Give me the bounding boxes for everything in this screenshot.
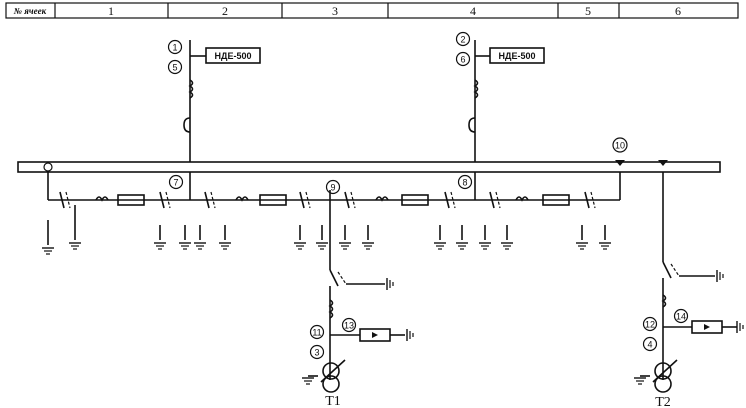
reactor-coil-icon xyxy=(188,79,194,99)
cell-number-4: 4 xyxy=(470,4,476,18)
current-transformer-icon xyxy=(468,117,476,133)
incoming-line-2: НДЕ-500 2 6 xyxy=(455,31,545,162)
cell-number-table: № ячеек 1 2 3 4 5 6 xyxy=(5,2,739,19)
marker-4: 4 xyxy=(647,340,652,350)
marker-12: 12 xyxy=(645,320,655,330)
cell-number-3: 3 xyxy=(332,4,338,18)
incoming-line-1: НДЕ-500 1 5 xyxy=(167,39,261,162)
transformer-t2-winding-lv xyxy=(654,375,672,393)
marker-10: 10 xyxy=(615,141,625,151)
transformer-t1-winding-lv xyxy=(322,375,340,393)
grounding-switches xyxy=(41,205,612,255)
marker-9: 9 xyxy=(330,183,335,193)
cell-number-6: 6 xyxy=(675,4,681,18)
marker-11: 11 xyxy=(312,328,321,338)
transformer-t1-branch: 11 13 3 T1 xyxy=(301,200,414,408)
marker-5: 5 xyxy=(172,63,177,73)
marker-3: 3 xyxy=(314,348,319,358)
marker-2: 2 xyxy=(460,35,465,45)
cell-number-1: 1 xyxy=(108,4,114,18)
cell-number-5: 5 xyxy=(585,4,591,18)
marker-8: 8 xyxy=(462,178,467,188)
cell-number-2: 2 xyxy=(222,4,228,18)
arrester-label-left: НДЕ-500 xyxy=(215,51,252,61)
arrester-box-right xyxy=(489,47,545,64)
arrester-label-right: НДЕ-500 xyxy=(499,51,536,61)
marker-14: 14 xyxy=(676,312,686,322)
reactor-coil-icon xyxy=(473,79,479,99)
transformer-t2-branch: 12 14 4 T2 xyxy=(633,172,744,408)
marker-7: 7 xyxy=(173,178,178,188)
marker-13: 13 xyxy=(344,321,354,331)
marker-6: 6 xyxy=(460,55,465,65)
transformer-t1-label: T1 xyxy=(325,394,341,408)
main-busbar xyxy=(17,161,721,173)
transformer-t1-winding-hv xyxy=(322,362,340,380)
transformer-t2-winding-hv xyxy=(654,362,672,380)
current-transformer-icon xyxy=(183,117,191,133)
arrester-box-left xyxy=(205,47,261,64)
transformer-t2-label: T2 xyxy=(655,395,671,408)
table-row-label: № ячеек xyxy=(13,6,47,16)
marker-1: 1 xyxy=(172,43,177,53)
busbar-terminal-10: 10 xyxy=(612,137,668,166)
bus-sectioning: 7 9 8 xyxy=(41,162,621,255)
